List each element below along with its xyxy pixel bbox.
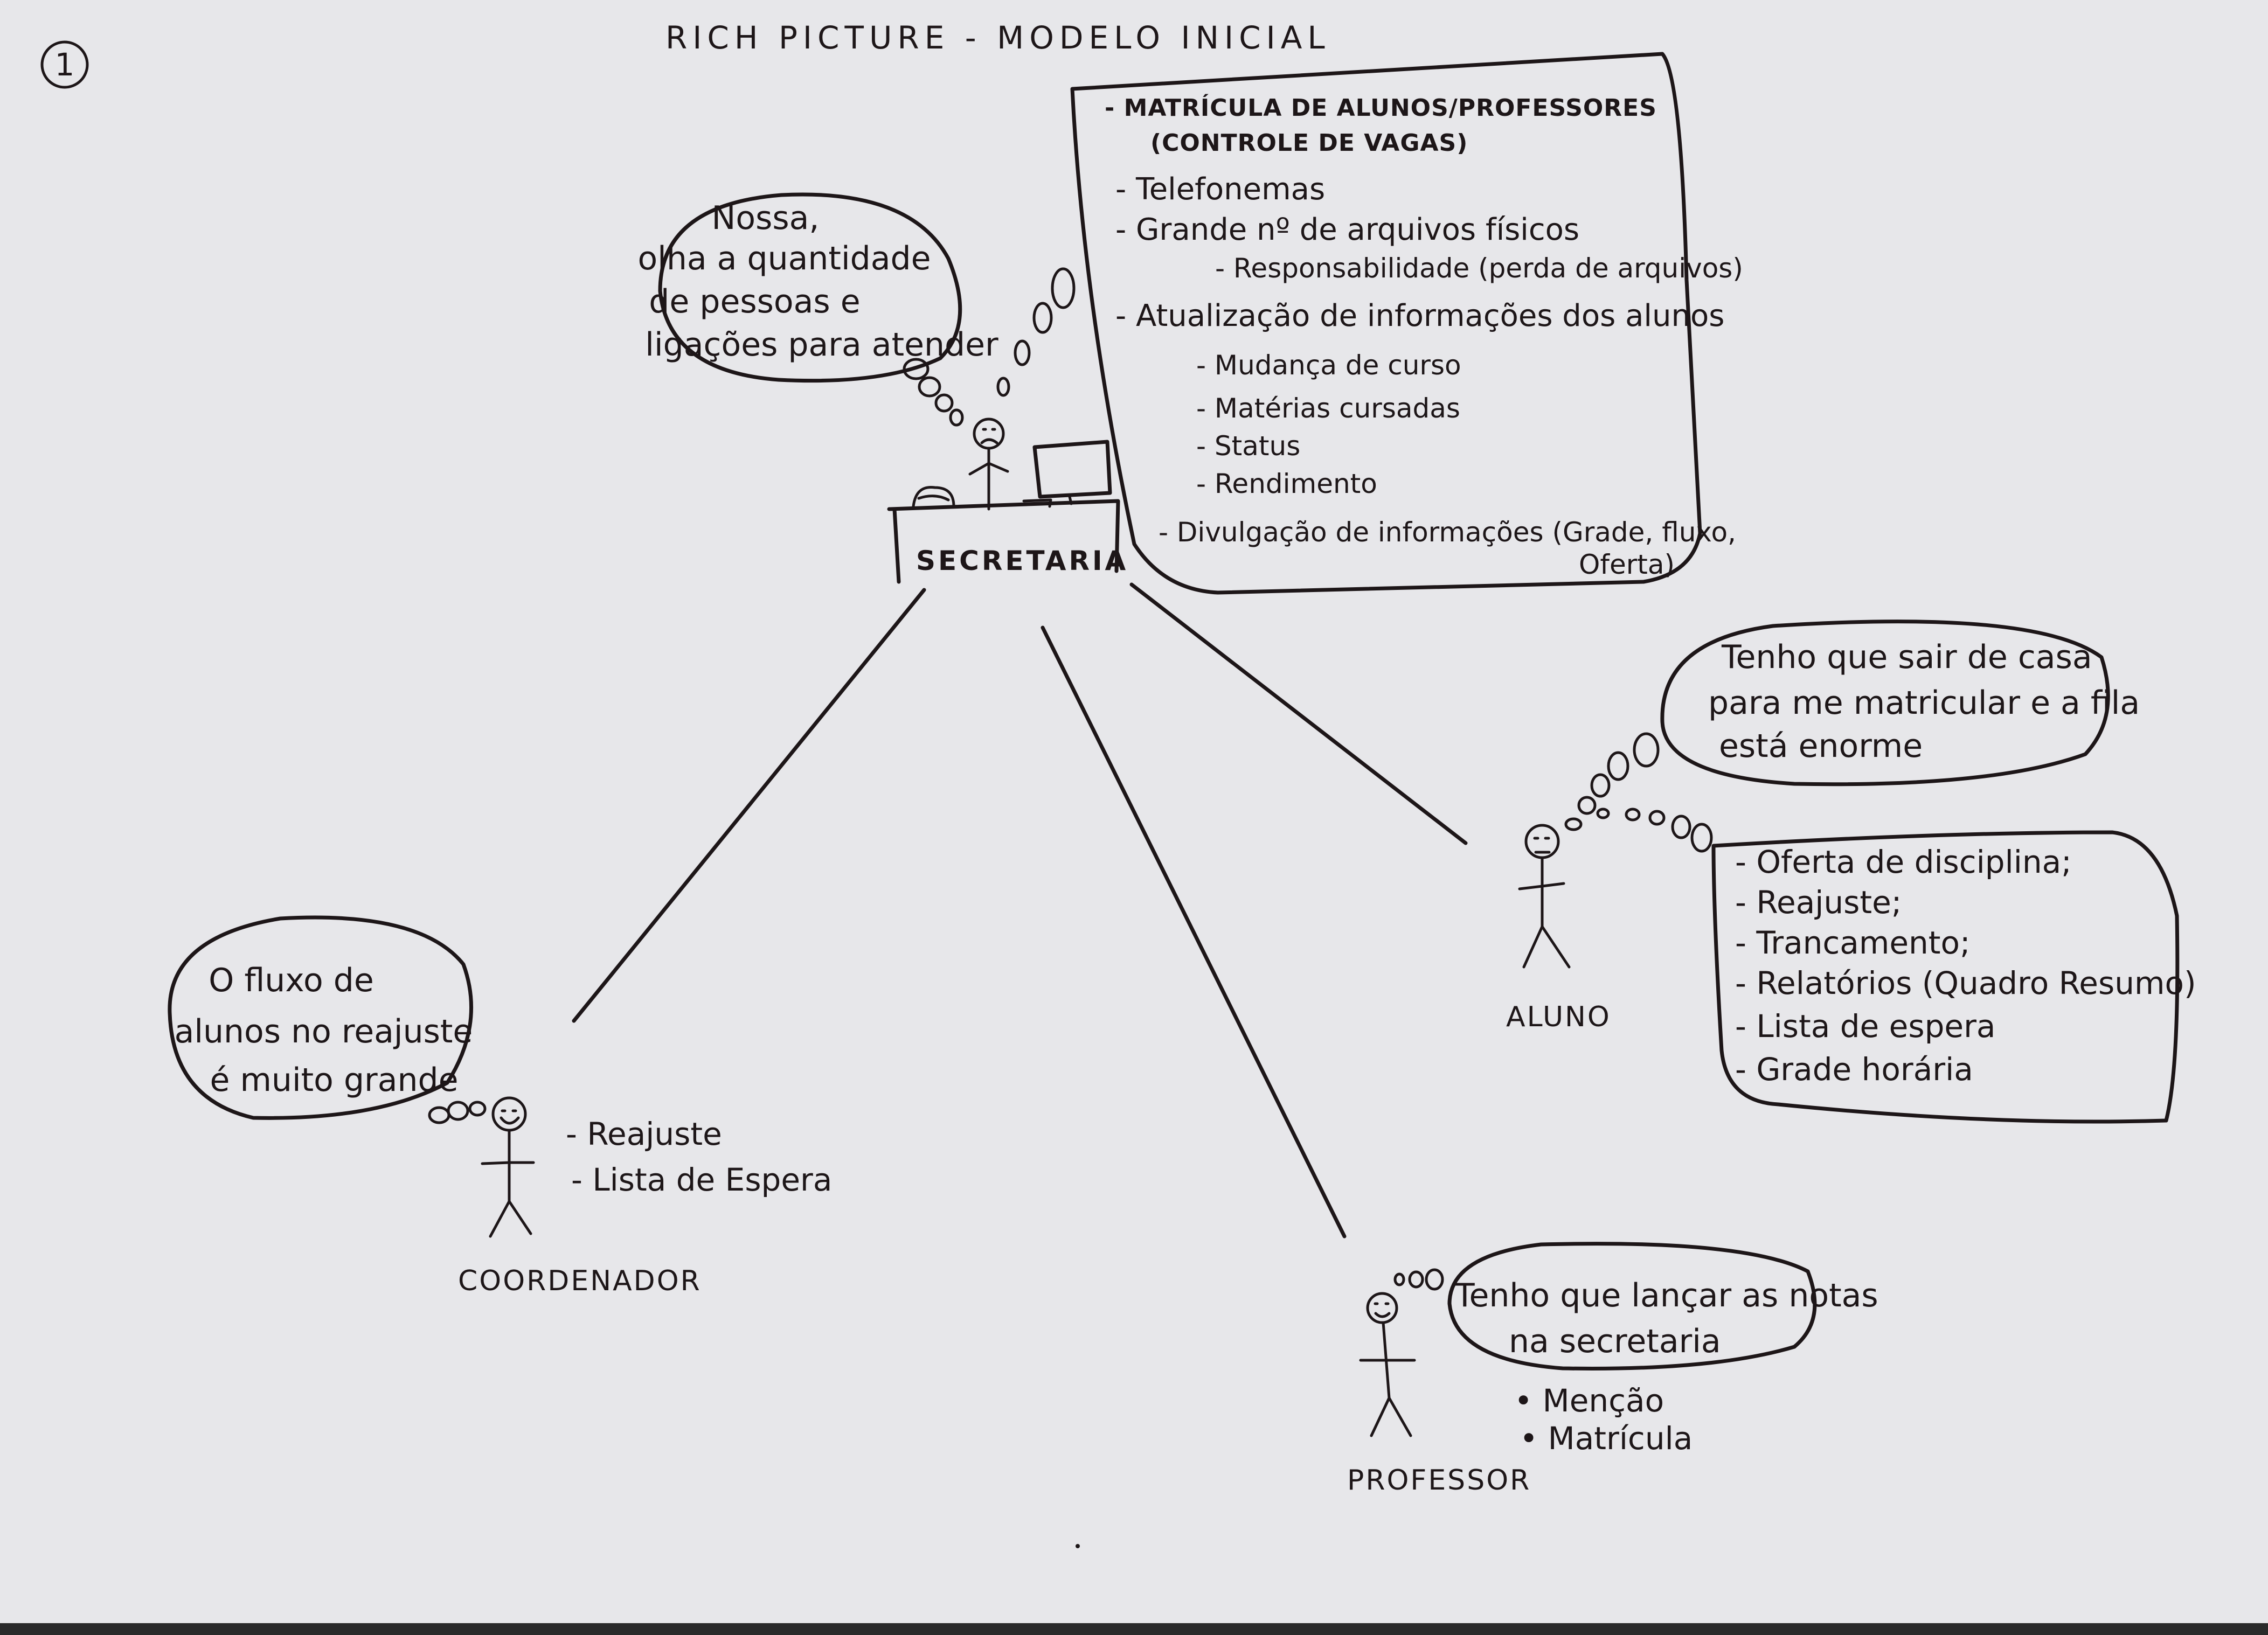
secretaria-thought-text: Nossa, olha a quantidade de pessoas e li…	[637, 199, 998, 364]
aluno-thought-bubble: Tenho que sair de casa para me matricula…	[1660, 620, 2150, 787]
aluno-actor: ALUNO Tenho que sair de casa para me mat…	[1506, 620, 2206, 1124]
telephone-icon	[912, 485, 955, 508]
coordenador-stick-figure	[481, 1096, 535, 1238]
professor-stick-figure	[1359, 1292, 1416, 1437]
coordenador-label: COORDENADOR	[458, 1265, 702, 1297]
coordenador-thought-bubble: O fluxo de alunos no reajuste é muito gr…	[168, 915, 483, 1120]
aluno-thought-text: Tenho que sair de casa para me matricula…	[1708, 638, 2150, 765]
professor-actor: PROFESSOR Tenho que lançar as notas na s…	[1347, 1242, 1889, 1497]
coordenador-tasks-list: - Reajuste - Lista de Espera	[566, 1116, 832, 1198]
professor-thought-text: Tenho que lançar as notas na secretaria	[1454, 1277, 1889, 1360]
aluno-needs-list: - Oferta de disciplina; - Reajuste; - Tr…	[1735, 844, 2206, 1088]
aluno-stick-figure	[1518, 824, 1571, 969]
professor-label: PROFESSOR	[1347, 1464, 1531, 1497]
secretaria-stick-figure	[968, 418, 1009, 511]
coordenador-thought-trail	[428, 1101, 487, 1124]
professor-thought-trail	[1393, 1268, 1444, 1291]
diagram-title: RICH PICTURE - MODELO INICIAL	[665, 19, 1330, 56]
aluno-thought-trail	[1564, 732, 1713, 853]
page-number-marker: 1	[40, 40, 89, 89]
aluno-label: ALUNO	[1506, 1001, 1611, 1033]
secretaria-thought-bubble: Nossa, olha a quantidade de pessoas e li…	[637, 192, 998, 383]
computer-monitor-icon	[1022, 440, 1112, 508]
professor-thought-bubble: Tenho que lançar as notas na secretaria	[1447, 1242, 1889, 1370]
secretaria-label: SECRETARIA	[916, 545, 1128, 576]
secretaria-actor: SECRETARIA	[637, 52, 1746, 595]
professor-tasks-list: • Menção • Matrícula	[1514, 1382, 1693, 1457]
relationship-lines	[572, 582, 1468, 1239]
page-number: 1	[55, 46, 75, 83]
secretaria-desk: SECRETARIA	[887, 499, 1128, 584]
line-secretaria-coordenador	[572, 588, 926, 1023]
line-secretaria-aluno	[1129, 582, 1468, 845]
secretaria-issues-box: - MATRÍCULA DE ALUNOS/PROFESSORES (CONTR…	[1070, 52, 1746, 595]
line-secretaria-professor	[1041, 625, 1347, 1239]
ink-dot	[1076, 1544, 1080, 1548]
secretaria-issues-list: - MATRÍCULA DE ALUNOS/PROFESSORES (CONTR…	[1105, 93, 1746, 580]
aluno-needs-box: - Oferta de disciplina; - Reajuste; - Tr…	[1711, 830, 2206, 1124]
coordenador-thought-text: O fluxo de alunos no reajuste é muito gr…	[175, 962, 483, 1099]
coordenador-actor: COORDENADOR O fluxo de alunos no reajust…	[168, 915, 832, 1297]
